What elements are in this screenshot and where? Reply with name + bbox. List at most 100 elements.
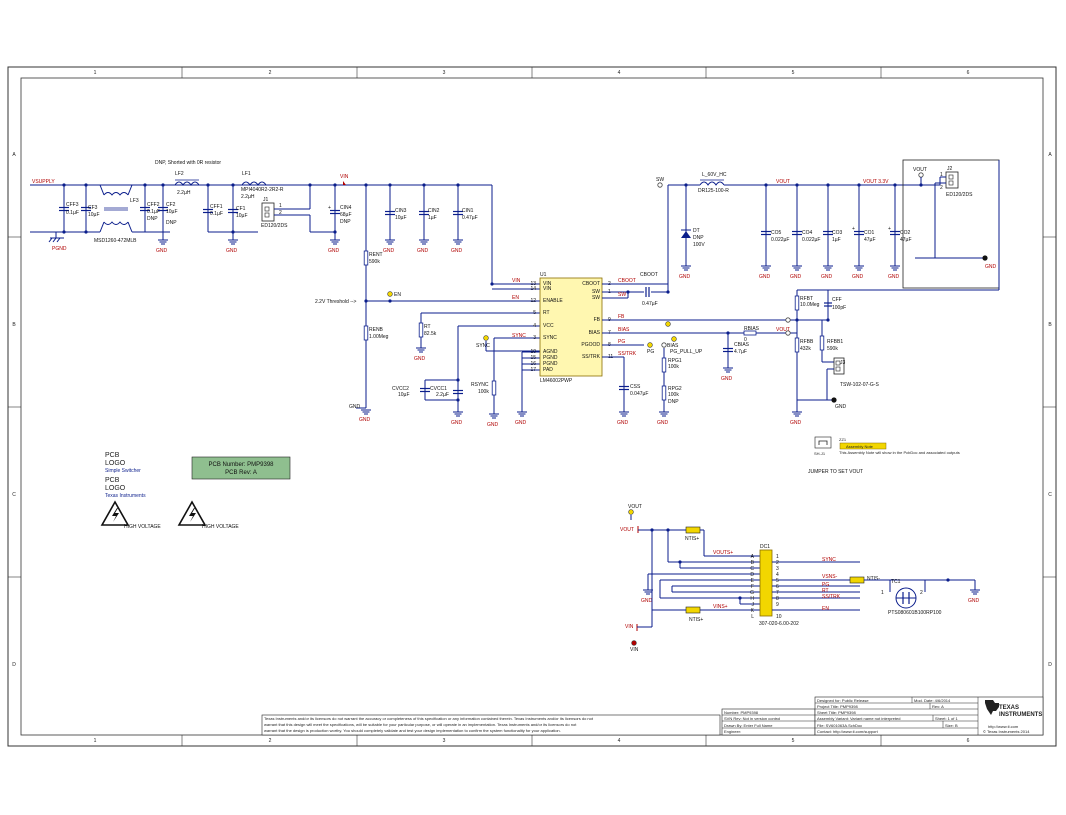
hv-label-1: HIGH VOLTAGE	[124, 524, 161, 530]
net-label-bias: BIAS	[618, 327, 630, 333]
dc1-pin-letter: F	[751, 584, 754, 590]
u1-pin-name: VIN	[543, 286, 552, 292]
zz1-ref: ZZ1	[839, 437, 847, 442]
sw-testpoint-label: SW	[656, 177, 664, 183]
dt-value: 100V	[693, 242, 705, 248]
dc1-connector	[759, 549, 773, 617]
cvcc1-value: 2.2µF	[436, 392, 449, 398]
pcb-number-box	[191, 456, 291, 480]
rpg2-ref: RPG2	[668, 386, 682, 392]
j1-ref: J1	[263, 197, 269, 203]
u1-pin-name: AGND	[543, 349, 558, 355]
cf2-ref: CF2	[166, 202, 176, 208]
row-label-left-a: A	[12, 152, 16, 158]
u1-pin-name: PGND	[543, 361, 558, 367]
row-label-left-d: D	[12, 662, 16, 668]
j3-ref: J3	[840, 360, 846, 366]
u1-pin-number: 15	[530, 355, 536, 361]
u1-pin-name: CBOOT	[582, 281, 600, 287]
dc1-pin-number: 5	[776, 578, 779, 584]
j3-part: TSW-102-07-G-S	[840, 382, 879, 388]
col-label-bottom-3: 3	[443, 738, 446, 744]
css-ref: CSS	[630, 384, 641, 390]
net-label-vsns: VSNS-	[822, 574, 838, 580]
net-label-vout-fb: VOUT	[776, 327, 790, 333]
co5-ref: CO5	[771, 230, 782, 236]
col-label-top-1: 1	[94, 70, 97, 76]
pcb-rev: PCB Rev: A	[225, 470, 257, 476]
rfbt-value: 10.0Meg	[800, 302, 820, 308]
j2-part: ED120/2DS	[946, 192, 973, 198]
j3-connector	[833, 357, 845, 375]
u1-pin-name: SW	[592, 289, 600, 295]
gnd-label-co4: GND	[790, 274, 802, 280]
ntis-minus: NTIS-	[867, 576, 880, 582]
col-label-top-6: 6	[967, 70, 970, 76]
tc1-part: PTS080601B100RP100	[888, 610, 942, 616]
net-label-vin-u1: VIN	[512, 278, 521, 284]
threshold-note: 2.2V Threshold -->	[315, 299, 357, 305]
pcb-logos: PCB LOGO Simple Switcher PCB LOGO Texas …	[100, 452, 291, 530]
j1-connector	[261, 202, 275, 222]
cff2-dnp: DNP	[147, 216, 158, 222]
u1-pin-name: FB	[594, 317, 601, 323]
gnd-label-rsync: GND	[487, 422, 499, 428]
tb-number: Number: PMP9398	[724, 710, 759, 715]
cbias-value: 4.7µF	[734, 349, 747, 355]
dc1-pin-letter: B	[751, 560, 755, 566]
output-section: L_60V_HC DR125-100-R VOUT VOUT 3.3V DT D…	[679, 159, 1000, 426]
gnd-label-cf2: GND	[156, 248, 168, 254]
bias-testpoint-label: BIAS	[667, 343, 679, 349]
pcb-logo-2-line1: PCB	[105, 477, 120, 484]
col-label-bottom-2: 2	[269, 738, 272, 744]
svg-text:1: 1	[279, 203, 282, 209]
dc1-pin-number: 7	[776, 590, 779, 596]
cff1-ref: CFF1	[210, 204, 223, 210]
svg-text:1: 1	[940, 172, 943, 178]
ntis-plus-bot: NTIS+	[689, 617, 703, 623]
co4-value: 0.022µF	[802, 237, 820, 243]
cff3-value: 0.1µF	[66, 210, 79, 216]
test-connector-section: VOUT VOUT NTIS+ VOUTS+ GND NTIS+ VINS+	[620, 504, 981, 653]
gnd-label-co5: GND	[759, 274, 771, 280]
rfbb-ref: RFBB	[800, 339, 814, 345]
rfbb1-ref: RFBB1	[827, 339, 843, 345]
u1-pin-name: SW	[592, 295, 600, 301]
cff-value: 100pF	[832, 305, 846, 311]
net-label-fb: FB	[618, 314, 625, 320]
cf2-dnp: DNP	[166, 220, 177, 226]
rent-ref: RENT	[369, 252, 383, 258]
net-label-ssitrk: SS/TRK	[618, 351, 637, 357]
cvcc1-ref: CVCC1	[430, 386, 447, 392]
lo-ref: L_60V_HC	[702, 172, 727, 178]
ntis-plus-top: NTIS+	[685, 536, 699, 542]
en-testpoint-label: EN	[394, 292, 401, 298]
col-label-bottom-1: 1	[94, 738, 97, 744]
gnd-label-css: GND	[617, 420, 629, 426]
u1-pin-number: 4	[533, 323, 536, 329]
lf1-part: MPI4040R2-2R2-R	[241, 187, 284, 193]
dc1-pin-number: 4	[776, 572, 779, 578]
rfbb1-value: 590k	[827, 346, 838, 352]
u1-pin-name: VCC	[543, 323, 554, 329]
u1-pin-number: 13	[530, 281, 536, 287]
gnd-label-cin2: GND	[417, 248, 429, 254]
tb-assembly-variant: Assembly Variant: Variant name not inter…	[817, 716, 900, 721]
svg-text:+: +	[852, 226, 855, 232]
renb-ref: RENB	[369, 327, 384, 333]
u1-pin-name: ENABLE	[543, 298, 563, 304]
svg-text:2: 2	[279, 210, 282, 216]
tb-website: http://www.ti.com	[988, 724, 1019, 729]
cf1-ref: CF1	[236, 206, 246, 212]
net-label-sw-u1: SW	[618, 292, 626, 298]
net-label-pgnd: PGND	[52, 246, 67, 252]
disclaimer-line-3: warrant that the design is production wo…	[264, 728, 561, 733]
rfbb-value: 432k	[800, 346, 811, 352]
svg-text:+: +	[888, 226, 891, 232]
tb-contact: Contact: http://www.ti.com/support	[817, 729, 879, 734]
rpg2-dnp: DNP	[668, 399, 679, 405]
j1-part: ED120/2DS	[261, 223, 288, 229]
gnd-label-j2: GND	[985, 264, 997, 270]
net-label-pg: PG	[618, 339, 625, 345]
